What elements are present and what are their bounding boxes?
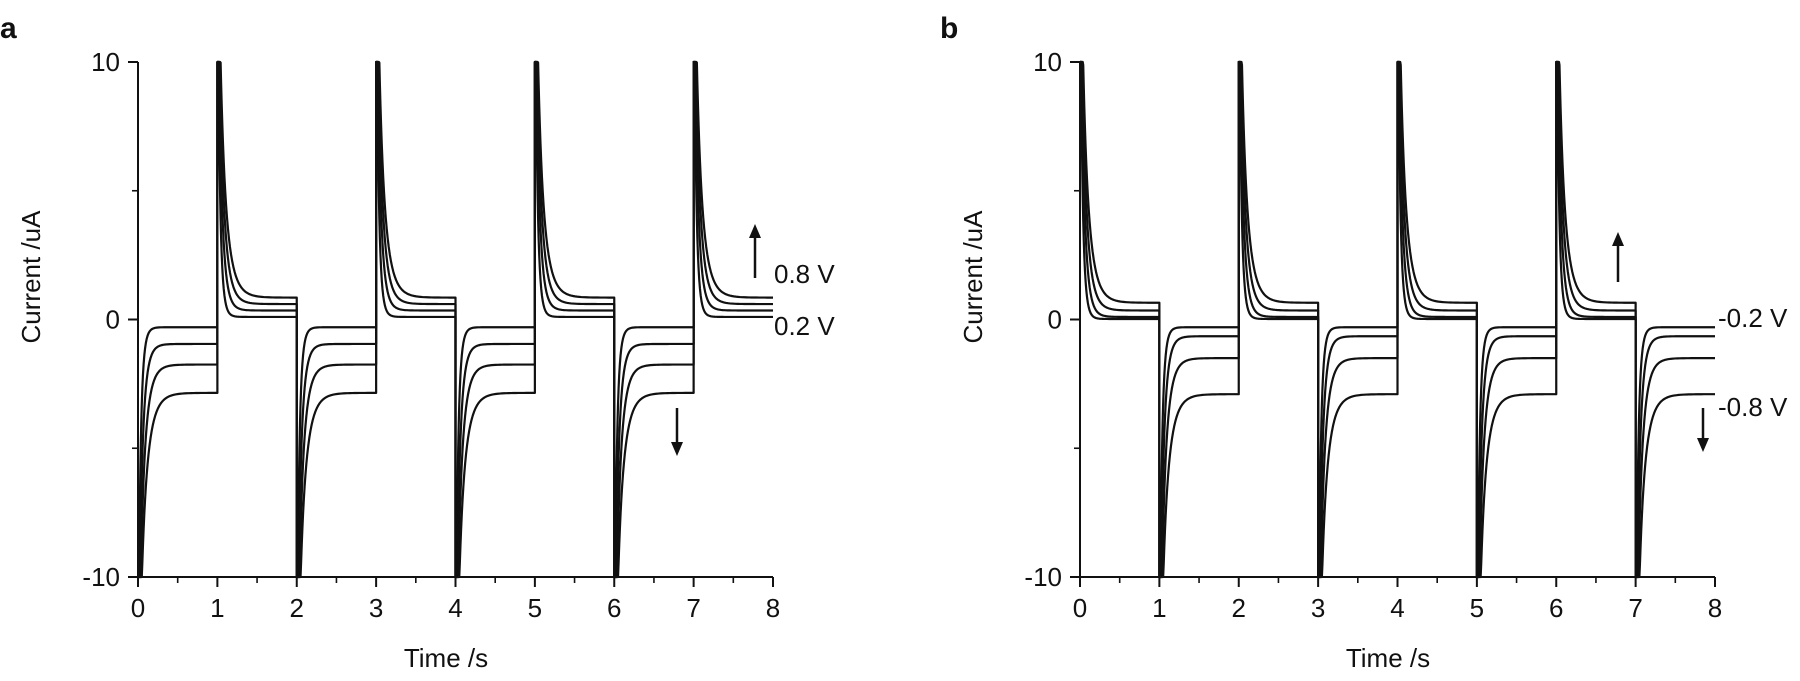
y-tick-label: 0 <box>106 305 120 335</box>
panel-a-x-axis-label: Time /s <box>404 643 488 673</box>
panel-b-label: b <box>940 12 958 45</box>
x-tick-label: 5 <box>1470 593 1484 623</box>
current-trace-4 <box>136 60 773 579</box>
panel-b-x-axis-label: Time /s <box>1346 643 1430 673</box>
panel-b-down-arrow <box>1697 408 1709 452</box>
x-tick-label: 6 <box>1549 593 1563 623</box>
panel-a-y-tick-labels: -10 0 10 <box>82 47 120 592</box>
panel-a-y-axis-label: Current /uA <box>16 210 46 344</box>
y-tick-label: 0 <box>1048 305 1062 335</box>
current-trace-4 <box>1078 60 1715 579</box>
y-tick-label: 10 <box>91 47 120 77</box>
x-tick-label: 4 <box>1390 593 1404 623</box>
panel-a-x-tick-labels: 0 1 2 3 4 5 6 7 8 <box>131 593 780 623</box>
x-tick-label: 0 <box>1073 593 1087 623</box>
panel-a-axes <box>128 61 774 587</box>
panel-b-annotation-low: -0.2 V <box>1718 303 1788 333</box>
y-tick-label: -10 <box>1024 562 1062 592</box>
x-tick-label: 6 <box>607 593 621 623</box>
panel-b-annotation-high: -0.8 V <box>1718 392 1788 422</box>
panel-a-label: a <box>0 12 17 45</box>
panel-b: b 0 1 2 3 4 5 6 7 8 -10 0 10 Time /s Current /uA -… <box>940 12 1788 673</box>
panel-b-curves <box>1078 60 1715 579</box>
x-tick-label: 8 <box>1708 593 1722 623</box>
x-tick-label: 1 <box>1152 593 1166 623</box>
panel-b-y-tick-labels: -10 0 10 <box>1024 47 1062 592</box>
panel-a-curves <box>136 60 773 579</box>
panel-b-x-tick-labels: 0 1 2 3 4 5 6 7 8 <box>1073 593 1722 623</box>
x-tick-label: 4 <box>448 593 462 623</box>
x-tick-label: 3 <box>369 593 383 623</box>
x-tick-label: 3 <box>1311 593 1325 623</box>
panel-b-up-arrow <box>1612 232 1624 282</box>
panel-a-down-arrow <box>671 408 683 456</box>
x-tick-label: 1 <box>210 593 224 623</box>
x-tick-label: 5 <box>528 593 542 623</box>
panel-b-y-axis-label: Current /uA <box>958 210 988 344</box>
panel-a-annotation-high: 0.8 V <box>774 259 835 289</box>
x-tick-label: 8 <box>766 593 780 623</box>
x-tick-label: 0 <box>131 593 145 623</box>
y-tick-label: -10 <box>82 562 120 592</box>
y-tick-label: 10 <box>1033 47 1062 77</box>
panel-b-axes <box>1070 61 1716 587</box>
x-tick-label: 2 <box>290 593 304 623</box>
panel-a-annotation-low: 0.2 V <box>774 311 835 341</box>
panel-a-up-arrow <box>749 224 761 278</box>
x-tick-label: 7 <box>686 593 700 623</box>
x-tick-label: 7 <box>1628 593 1642 623</box>
x-tick-label: 2 <box>1232 593 1246 623</box>
panel-a: a 0 1 2 3 4 5 6 7 8 -10 0 10 Time /s Current /uA 0… <box>0 12 835 673</box>
